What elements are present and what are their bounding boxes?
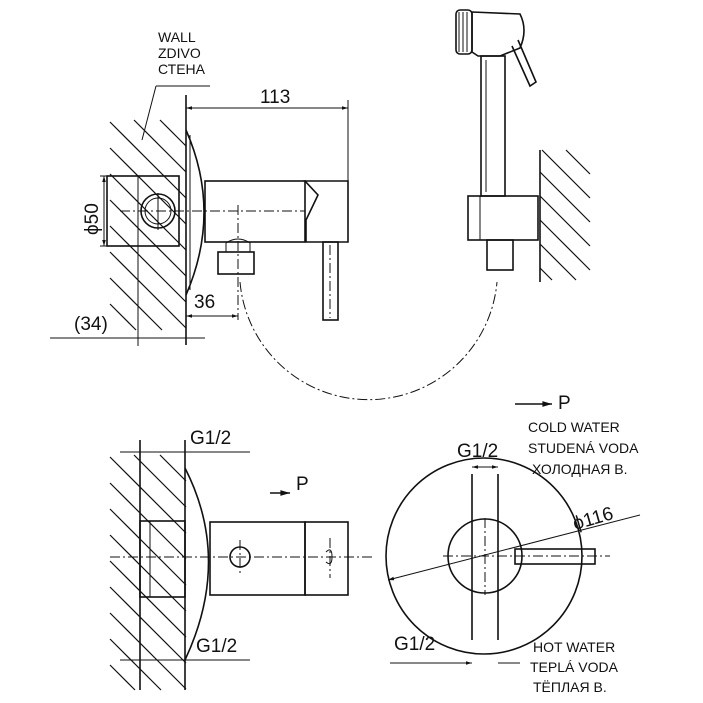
hot-water-en: HOT WATER: [533, 639, 615, 655]
hot-water-cz: TEPLÁ VODA: [530, 659, 619, 675]
side-view-top: 113 ϕ50 36 (34) WALL ZDIVO СТЕНА: [50, 29, 498, 401]
hatch-line: [539, 171, 591, 223]
hatch-line: [109, 586, 187, 664]
hatch-line: [109, 638, 162, 691]
dim-phi50: ϕ50: [82, 203, 103, 235]
hatch-line: [539, 195, 591, 247]
hatch-line: [539, 243, 577, 281]
hatch-line: [159, 454, 187, 482]
hatch-line: [109, 147, 187, 225]
hot-water-ru: ТЁПЛАЯ В.: [533, 679, 607, 695]
hand-shower-view: [455, 9, 591, 282]
hatch-line: [109, 251, 187, 329]
g-top-right: G1/2: [457, 441, 498, 462]
hatch-line: [133, 119, 187, 173]
hatch-line: [109, 508, 187, 586]
g-bottom-right: G1/2: [394, 634, 435, 655]
wall-label-ru: СТЕНА: [158, 61, 206, 77]
hatch-line: [109, 173, 187, 251]
wall-hatch: [539, 149, 591, 281]
dim-phi116: ϕ116: [571, 503, 616, 534]
hatch-line: [109, 199, 187, 277]
wall-label-cz: ZDIVO: [158, 45, 201, 61]
hatch-line: [565, 149, 591, 175]
dim-113: 113: [260, 87, 290, 108]
hatch-line: [539, 219, 591, 271]
front-view: ϕ116 G1/2 G1/2 P COLD WATER STUDENÁ VODA…: [385, 393, 641, 695]
p-right: P: [558, 393, 571, 414]
hatch-line: [109, 303, 137, 331]
wall-label-en: WALL: [158, 29, 196, 45]
hatch-line: [109, 121, 187, 199]
hatch-line: [109, 560, 187, 638]
wall-hatch: [109, 454, 187, 691]
dim-36: 36: [194, 292, 215, 313]
hatch-line: [109, 664, 136, 691]
hatch-line: [109, 277, 163, 331]
hatch-line: [109, 534, 187, 612]
g-top-left: G1/2: [190, 428, 231, 449]
hatch-line: [539, 267, 553, 281]
side-view-bottom: G1/2 G1/2 P: [109, 428, 375, 691]
cold-water-ru: ХОЛОДНАЯ В.: [532, 461, 628, 477]
hatch-line: [541, 149, 591, 199]
hatch-line: [109, 612, 187, 690]
wall-hatch: [109, 119, 187, 331]
dim-34: (34): [74, 314, 108, 335]
g-bottom-left: G1/2: [196, 636, 237, 657]
hatch-line: [159, 119, 187, 147]
hatch-line: [109, 225, 187, 303]
p-left: P: [296, 474, 309, 495]
cold-water-en: COLD WATER: [528, 419, 620, 435]
hatch-line: [133, 454, 187, 508]
cold-water-cz: STUDENÁ VODA: [528, 440, 639, 456]
